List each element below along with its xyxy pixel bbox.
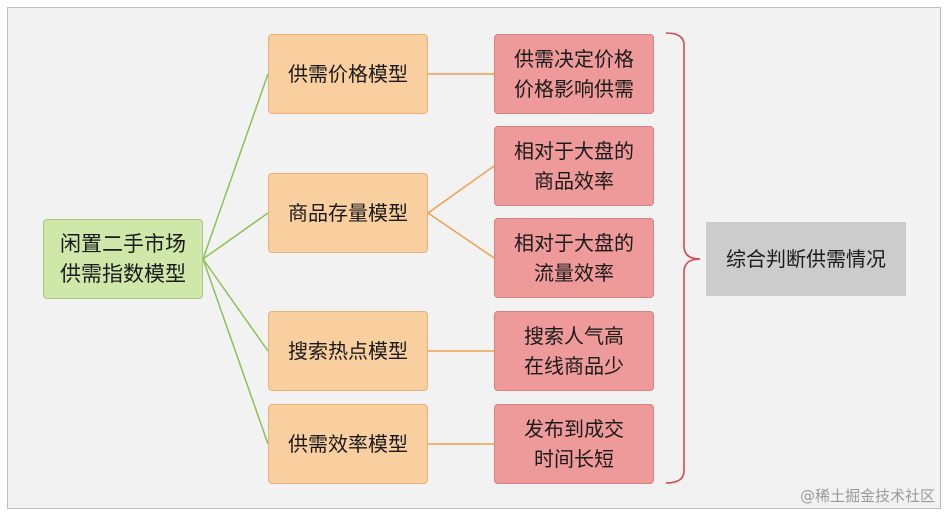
model-node-label: 搜索热点模型 (288, 339, 408, 363)
detail-node-traffic-efficiency: 相对于大盘的 流量效率 (494, 218, 654, 298)
model-node-label: 供需价格模型 (288, 62, 408, 86)
watermark: @稀土掘金技术社区 (799, 487, 935, 505)
detail-node-label: 搜索人气高 在线商品少 (524, 324, 624, 378)
connector-root-model-1 (202, 73, 269, 260)
model-node-label: 供需效率模型 (288, 432, 408, 456)
connector-root-model-2 (202, 212, 269, 260)
connector-root-model-3 (202, 258, 269, 352)
connector-model-2-detail-2 (427, 212, 495, 259)
model-node-search-hotspot: 搜索热点模型 (268, 311, 428, 391)
model-node-label: 商品存量模型 (288, 201, 408, 225)
model-node-efficiency: 供需效率模型 (268, 404, 428, 484)
model-node-inventory: 商品存量模型 (268, 173, 428, 253)
detail-node-label: 相对于大盘的 流量效率 (514, 231, 634, 285)
detail-node-goods-efficiency: 相对于大盘的 商品效率 (494, 126, 654, 206)
detail-node-price: 供需决定价格 价格影响供需 (494, 34, 654, 114)
detail-node-label: 相对于大盘的 商品效率 (514, 139, 634, 193)
detail-node-label: 供需决定价格 价格影响供需 (514, 47, 634, 101)
summary-bracket (665, 32, 701, 484)
detail-node-search: 搜索人气高 在线商品少 (494, 311, 654, 391)
connector-model-2-detail-1 (427, 165, 495, 214)
detail-node-label: 发布到成交 时间长短 (524, 417, 624, 471)
connector-root-model-4 (202, 258, 269, 445)
summary-node: 综合判断供需情况 (706, 222, 906, 296)
root-node-label: 闲置二手市场 供需指数模型 (60, 232, 186, 286)
summary-node-label: 综合判断供需情况 (726, 247, 886, 271)
model-node-supply-price: 供需价格模型 (268, 34, 428, 114)
root-node: 闲置二手市场 供需指数模型 (43, 219, 203, 299)
detail-node-deal-time: 发布到成交 时间长短 (494, 404, 654, 484)
